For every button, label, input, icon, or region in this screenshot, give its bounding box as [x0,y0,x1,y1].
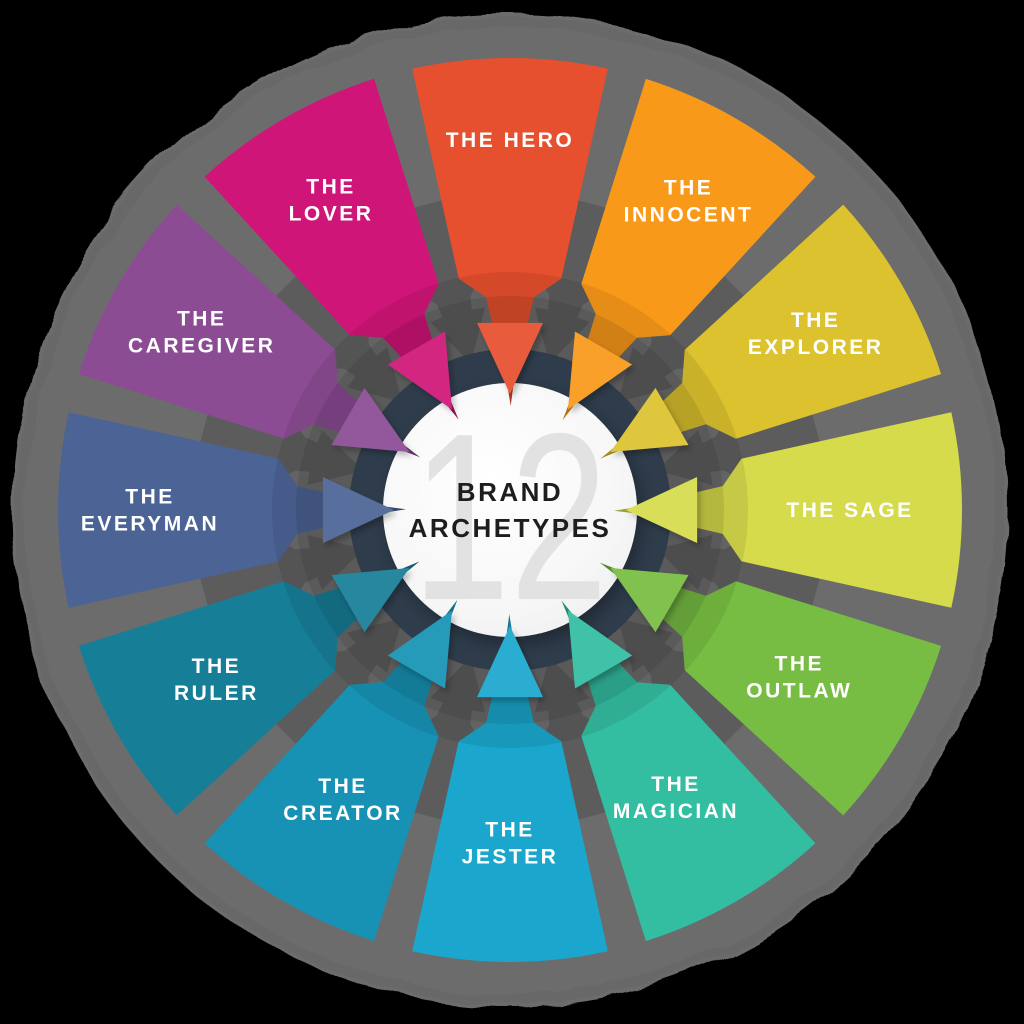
arrow-the-outlaw [610,568,689,633]
segment-the-explorer [661,204,942,439]
segment-the-magician [581,661,816,942]
arrow-the-caregiver [331,387,410,452]
segment-the-lover [204,78,439,359]
segment-label-the-hero: THE HERO [446,129,575,152]
segment-the-sage [695,412,963,608]
arrow-the-creator [387,610,452,689]
arrow-the-magician [568,610,633,689]
arrow-the-hero [477,322,543,394]
segment-the-outlaw [661,581,942,816]
segment-the-hero [412,57,608,325]
segment-the-everyman [57,412,325,608]
segment-the-creator [204,661,439,942]
segment-label-the-sage: THE SAGE [786,499,913,522]
arrow-the-everyman [322,477,394,543]
arrow-the-lover [387,331,452,410]
gap-ghost-arrow [617,617,754,754]
segment-the-ruler [78,581,359,816]
arrow-the-innocent [568,331,633,410]
gap-ghost-arrow [266,266,403,403]
segment-the-jester [412,695,608,963]
segment-the-caregiver [78,204,359,439]
center-circle [383,383,637,637]
gap-ghost-arrow [617,266,754,403]
arrow-the-sage [626,477,698,543]
segment-the-innocent [581,78,816,359]
arrow-the-explorer [610,387,689,452]
arrow-the-ruler [331,568,410,633]
gap-ghost-arrow [266,617,403,754]
arrow-the-jester [477,626,543,698]
